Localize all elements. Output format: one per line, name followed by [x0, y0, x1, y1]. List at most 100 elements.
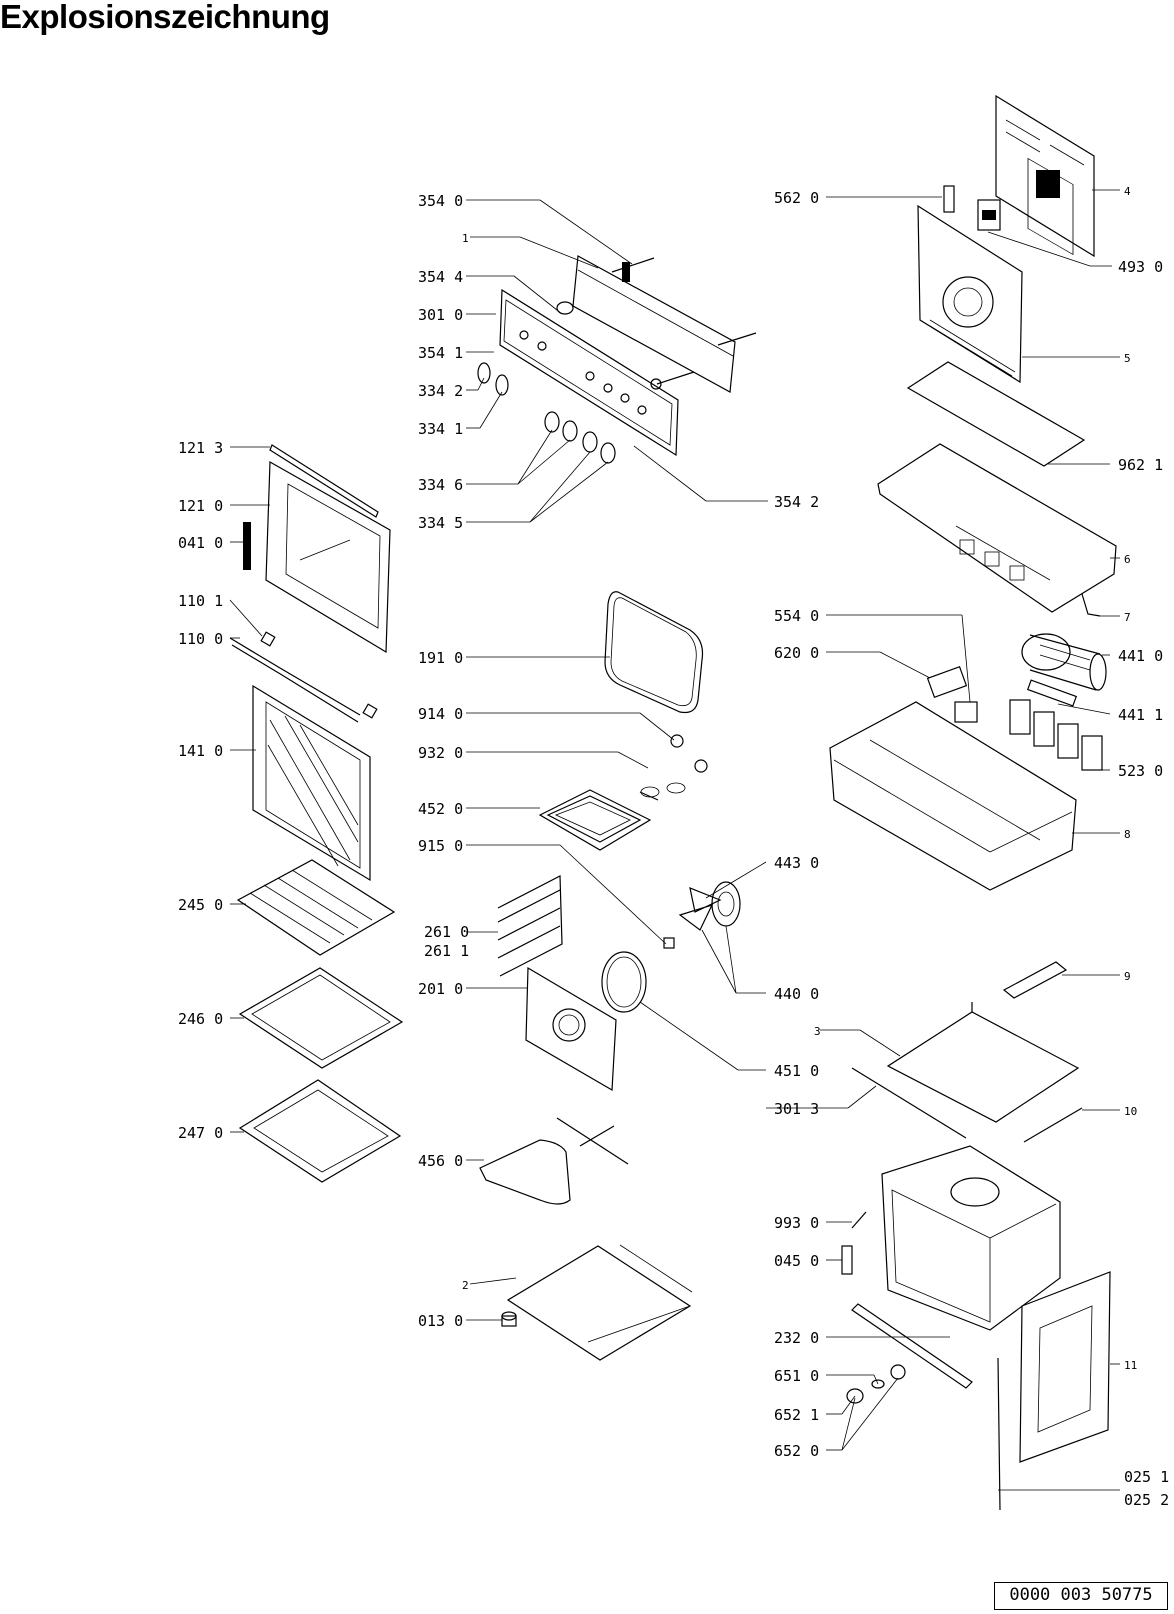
leader-lines: [229, 189, 1120, 1491]
insulation-part: [906, 361, 1086, 467]
label-652-1: 652 1: [774, 1406, 819, 1424]
label-523-0: 523 0: [1118, 762, 1163, 780]
label-201-0: 201 0: [418, 980, 463, 998]
side-tray-part: [886, 1002, 1080, 1123]
drip-tray-part: [238, 1079, 402, 1183]
label-620-0: 620 0: [774, 644, 819, 662]
door-top-strip-part: [269, 444, 379, 518]
label-247-0: 247 0: [178, 1124, 223, 1142]
label-110-0: 110 0: [178, 630, 223, 648]
label-025-1: 025 1: [1124, 1468, 1169, 1486]
outer-door-glass-part: [252, 684, 371, 882]
label-915-0: 915 0: [418, 837, 463, 855]
baking-tray-part: [238, 967, 404, 1069]
label-045-0: 045 0: [774, 1252, 819, 1270]
rail-part: [851, 1067, 967, 1139]
label-334-5: 334 5: [418, 514, 463, 532]
label-191-0: 191 0: [418, 649, 463, 667]
control-bar-part: [572, 255, 757, 393]
label-932-0: 932 0: [418, 744, 463, 762]
label-025-2: 025 2: [1124, 1491, 1169, 1509]
page-title: Explosionszeichnung: [0, 0, 330, 35]
document-number-box: 0000 003 50775: [994, 1582, 1168, 1610]
bracket-part: [943, 185, 955, 213]
terminal-strip-part: [1026, 679, 1078, 707]
relay-part: [977, 199, 1001, 231]
label-232-0: 232 0: [774, 1329, 819, 1347]
label-914-0: 914 0: [418, 705, 463, 723]
label-451-0: 451 0: [774, 1062, 819, 1080]
label-261-0: 261 0: [424, 923, 469, 941]
label-993-0: 993 0: [774, 1214, 819, 1232]
top-cover-part: [877, 443, 1117, 613]
label-493-0: 493 0: [1118, 258, 1163, 276]
label-441-1: 441 1: [1118, 706, 1163, 724]
control-frame-part: [829, 701, 1077, 891]
label-354-2: 354 2: [774, 493, 819, 511]
foot-part: [501, 1311, 517, 1327]
grill-element-part: [538, 734, 708, 851]
fan-cover-part: [917, 204, 1023, 384]
selector-switches-part: [1009, 699, 1103, 771]
label-7: 7: [1124, 611, 1131, 624]
label-9: 9: [1124, 970, 1131, 983]
label-2: 2: [462, 1279, 469, 1292]
label-013-0: 013 0: [418, 1312, 463, 1330]
front-frame-part: [1019, 1271, 1111, 1463]
label-562-0: 562 0: [774, 189, 819, 207]
label-452-0: 452 0: [418, 800, 463, 818]
label-354-4: 354 4: [418, 268, 463, 286]
label-456-0: 456 0: [418, 1152, 463, 1170]
label-301-0: 301 0: [418, 306, 463, 324]
label-121-0: 121 0: [178, 497, 223, 515]
label-440-0: 440 0: [774, 985, 819, 1003]
door-gasket-part: [604, 591, 704, 714]
label-10: 10: [1124, 1105, 1137, 1118]
label-962-1: 962 1: [1118, 456, 1163, 474]
label-6: 6: [1124, 553, 1131, 566]
rear-cover-part: [995, 94, 1095, 258]
tangential-fan-part: [1021, 633, 1107, 691]
label-334-1: 334 1: [418, 420, 463, 438]
hinge-rail-part: [851, 1303, 973, 1389]
label-354-0: 354 0: [418, 192, 463, 210]
fan-part: [663, 881, 741, 949]
bottom-plate-part: [506, 1244, 693, 1361]
oven-cavity-part: [881, 1145, 1061, 1331]
label-141-0: 141 0: [178, 742, 223, 760]
label-11: 11: [1124, 1359, 1137, 1372]
inner-door-part: [265, 460, 391, 654]
label-443-0: 443 0: [774, 854, 819, 872]
label-245-0: 245 0: [178, 896, 223, 914]
rear-panel-part: [525, 966, 617, 1092]
label-246-0: 246 0: [178, 1010, 223, 1028]
circular-heating-element-part: [601, 951, 647, 1013]
mounting-bracket-part: [1002, 961, 1068, 999]
clip-part: [1081, 593, 1101, 617]
label-301-3: 301 3: [774, 1100, 819, 1118]
control-panel-part: [499, 288, 679, 457]
switch-part: [926, 666, 978, 723]
oven-rack-part: [236, 859, 396, 956]
door-rod-part: [229, 631, 378, 723]
label-110-1: 110 1: [178, 592, 223, 610]
label-651-0: 651 0: [774, 1367, 819, 1385]
label-4: 4: [1124, 185, 1131, 198]
label-334-2: 334 2: [418, 382, 463, 400]
part-labels: 354 0 1 354 4 301 0 354 1 334 2 334 1 33…: [178, 185, 1169, 1509]
label-441-0: 441 0: [1118, 647, 1163, 665]
label-3: 3: [814, 1025, 821, 1038]
label-121-3: 121 3: [178, 439, 223, 457]
label-8: 8: [1124, 828, 1131, 841]
label-1: 1: [462, 232, 469, 245]
strip-part: [1023, 1107, 1083, 1143]
shelf-support-part: [497, 875, 563, 977]
label-334-6: 334 6: [418, 476, 463, 494]
label-554-0: 554 0: [774, 607, 819, 625]
label-041-0: 041 0: [178, 534, 223, 552]
rotisserie-part: [479, 1117, 629, 1205]
thermostat-part: [846, 1364, 906, 1404]
label-261-1: 261 1: [424, 942, 469, 960]
door-catch-part: [841, 1245, 853, 1275]
